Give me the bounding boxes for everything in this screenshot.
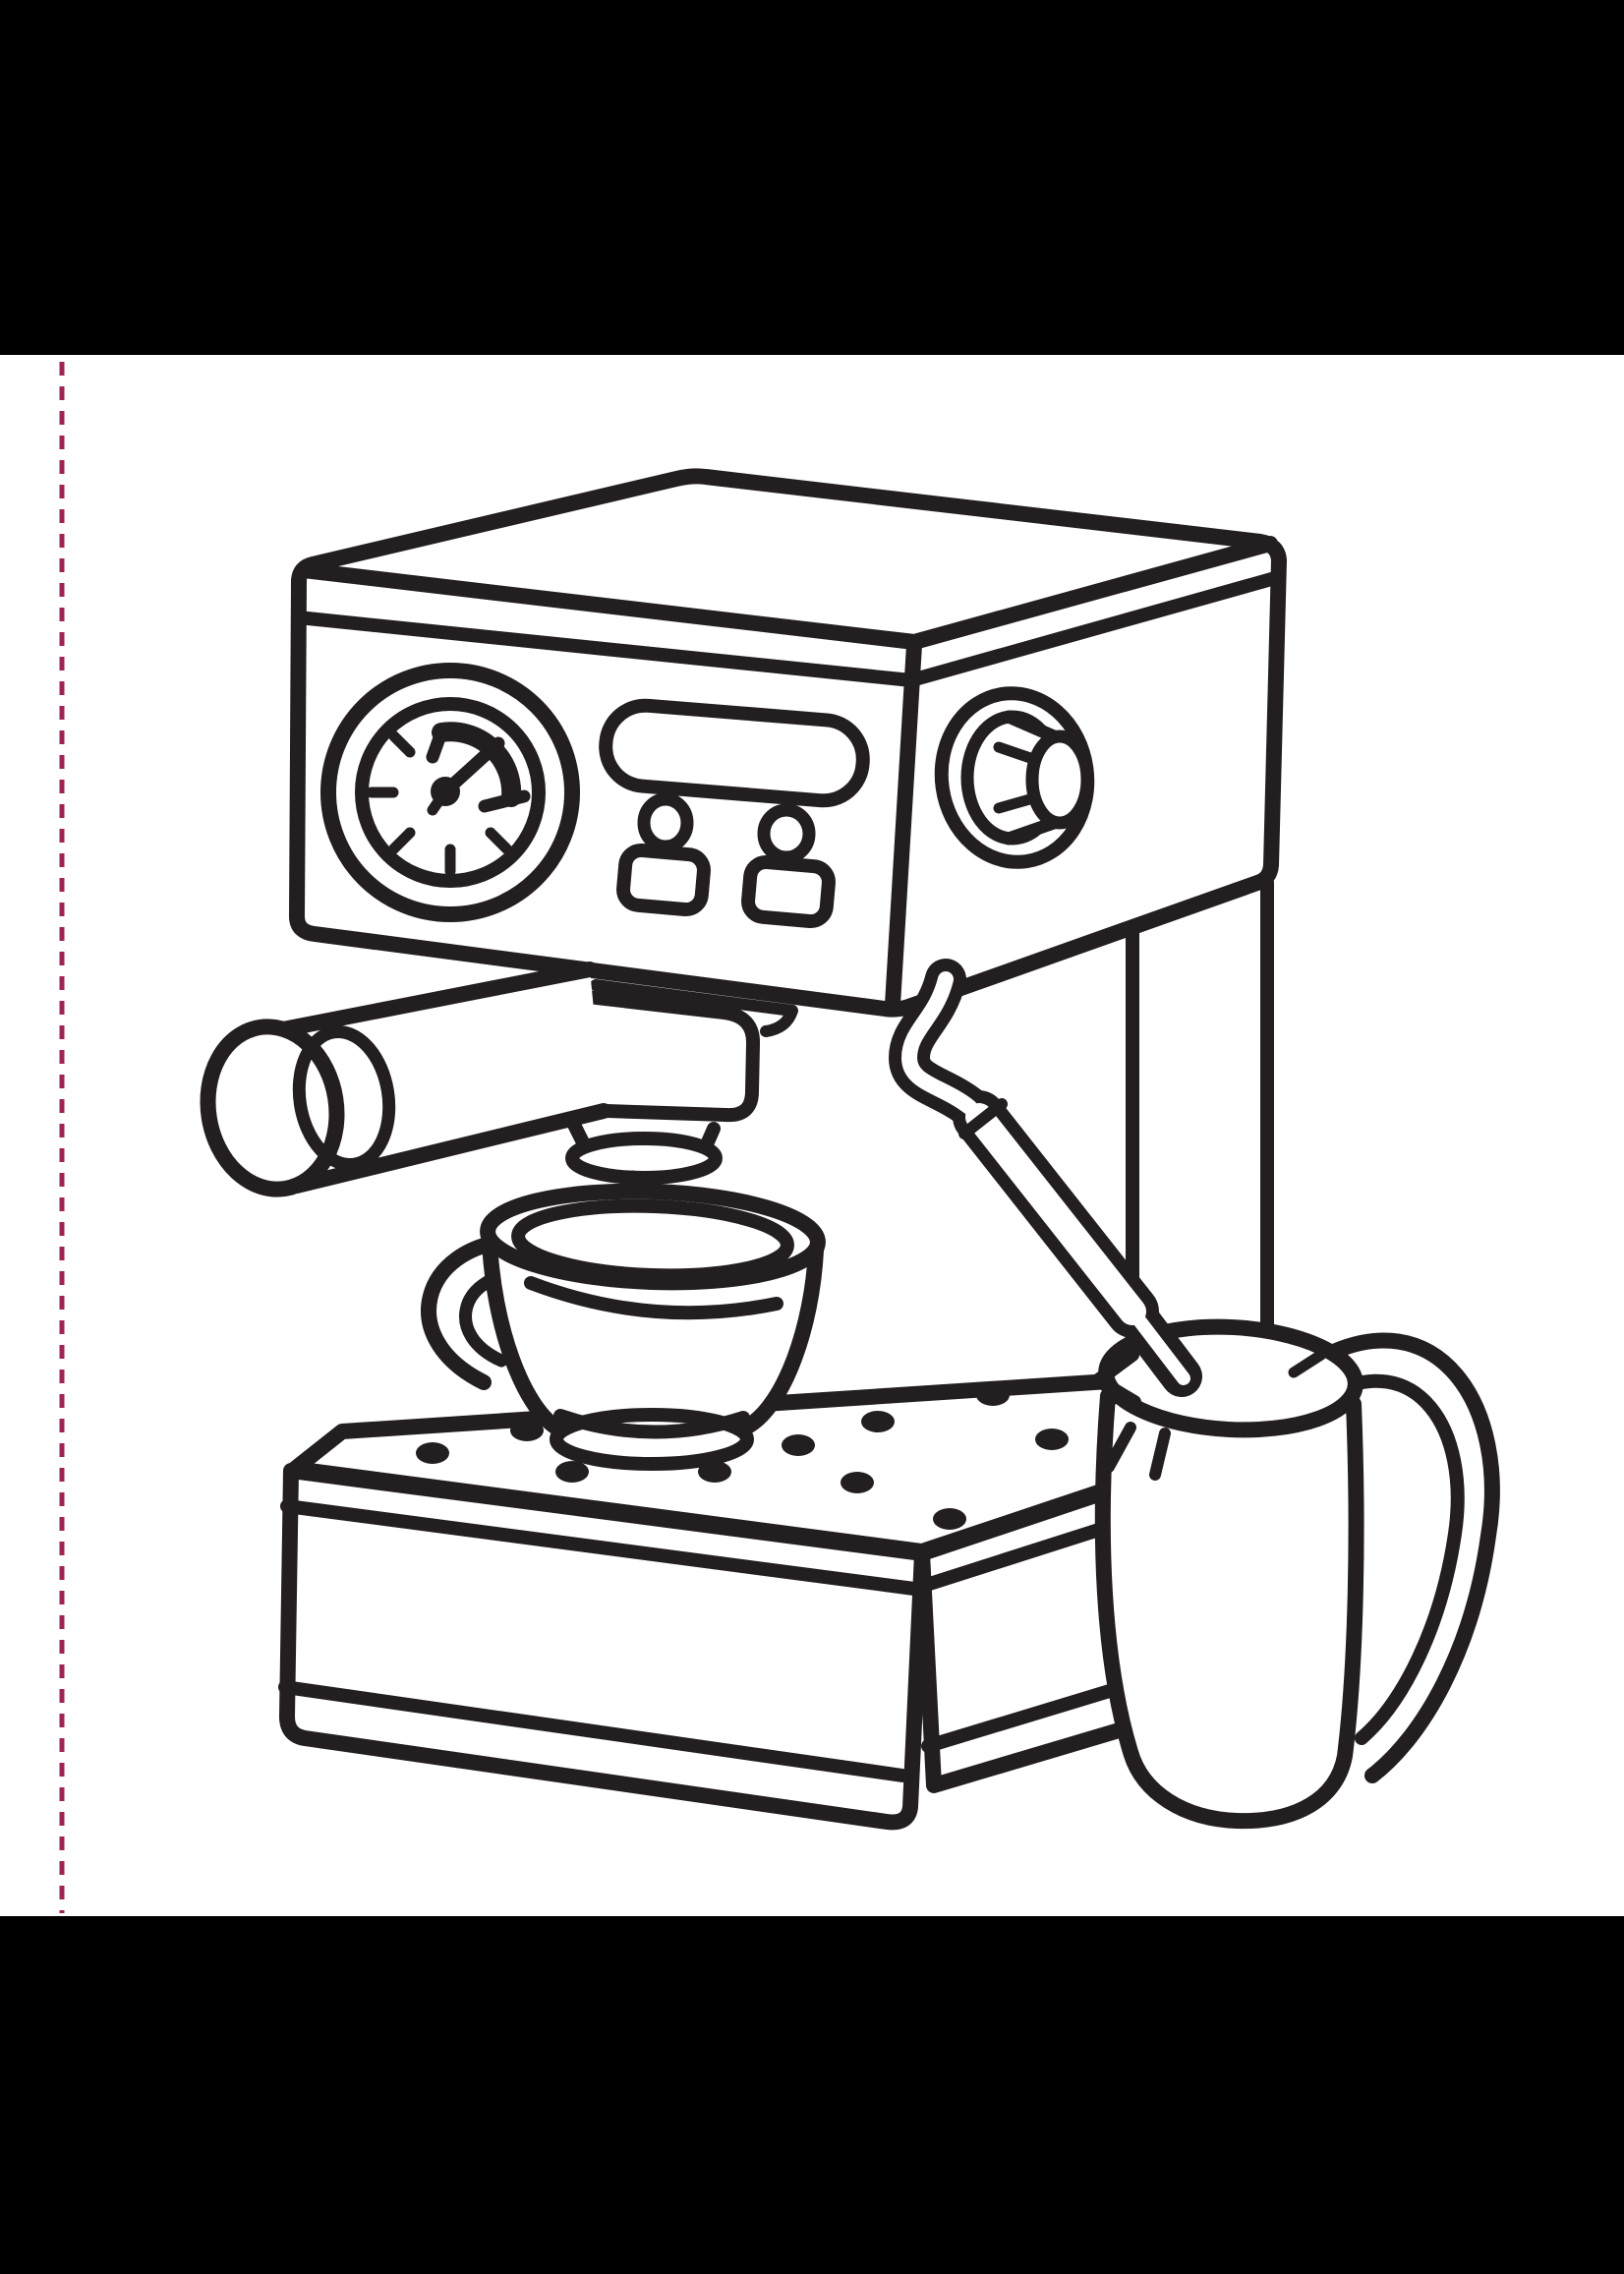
indicator-slot [599, 698, 870, 808]
pressure-gauge [320, 663, 580, 922]
espresso-cup [421, 1183, 826, 1471]
button-indicator-left [637, 792, 694, 853]
letterbox-bottom [0, 1916, 1624, 2274]
pitcher-handle [1311, 1332, 1500, 1783]
drip-holes [416, 1384, 1069, 1530]
steam-wand [888, 959, 1202, 1397]
button-indicator-right [757, 803, 816, 864]
coffee-line [524, 1276, 783, 1320]
wand-joint [958, 1098, 1008, 1139]
button-right [741, 854, 836, 929]
knob-cap [1025, 729, 1094, 830]
pitcher-spout [1091, 1348, 1141, 1409]
support-posts [1126, 876, 1274, 1340]
control-buttons [616, 792, 836, 929]
letterbox-top [0, 0, 1624, 355]
milk-pitcher [1091, 1318, 1500, 1830]
button-left [616, 843, 711, 917]
gauge-ticks [366, 730, 512, 877]
portafilter [200, 962, 611, 1197]
side-knob [934, 686, 1095, 869]
cup-handle [421, 1233, 519, 1390]
